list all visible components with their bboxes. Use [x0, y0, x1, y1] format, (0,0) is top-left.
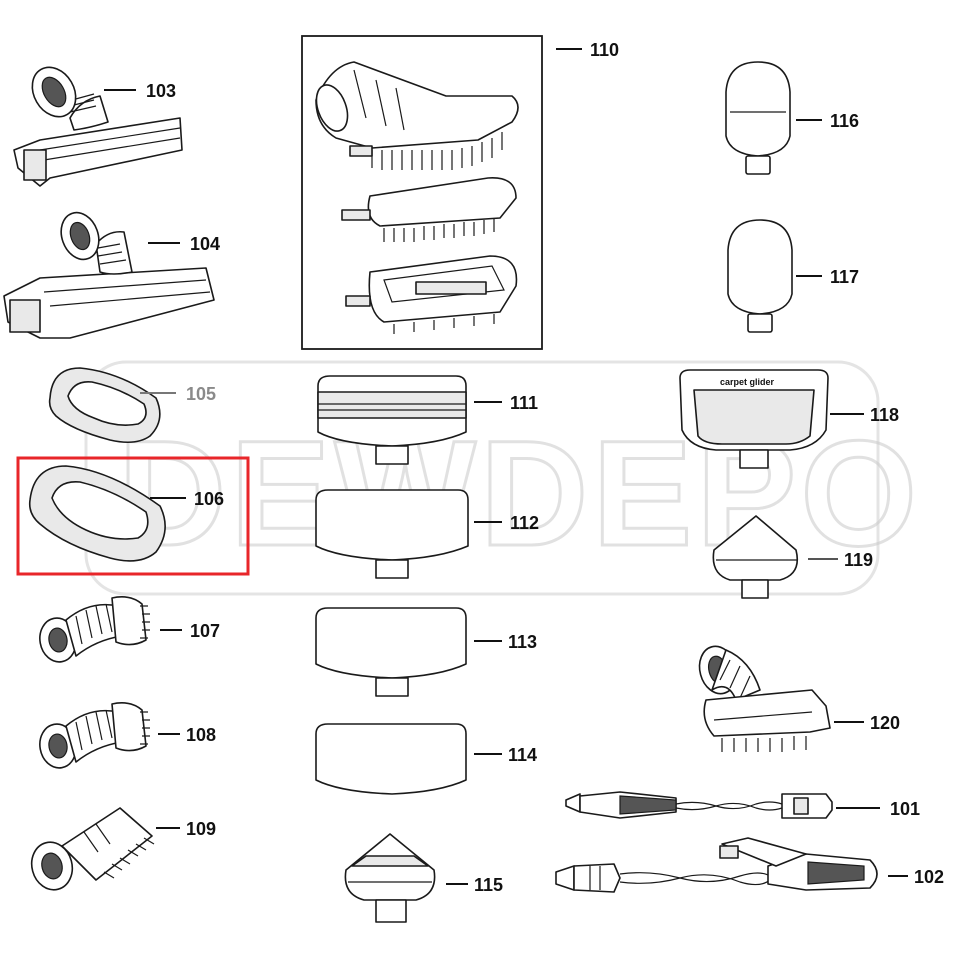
- label-112: 112: [510, 513, 539, 533]
- part-101[interactable]: 101: [565, 791, 920, 819]
- part-109[interactable]: 109: [26, 807, 216, 894]
- part-113[interactable]: 113: [315, 607, 537, 697]
- label-119: 119: [844, 550, 873, 570]
- part-117[interactable]: 117: [727, 219, 859, 333]
- label-114: 114: [508, 745, 537, 765]
- label-108: 108: [186, 725, 216, 745]
- label-101: 101: [890, 799, 920, 819]
- label-104: 104: [190, 234, 220, 254]
- label-115: 115: [474, 875, 503, 895]
- part-116[interactable]: 116: [725, 61, 859, 175]
- part-107[interactable]: 107: [36, 596, 220, 665]
- label-118: 118: [870, 405, 899, 425]
- part-115[interactable]: 115: [344, 833, 503, 923]
- label-113: 113: [508, 632, 537, 652]
- label-109: 109: [186, 819, 216, 839]
- carpet-glider-text: carpet glider: [720, 377, 775, 387]
- part-120[interactable]: 120: [694, 642, 900, 752]
- label-105: 105: [186, 384, 216, 404]
- part-111[interactable]: 111: [317, 375, 538, 465]
- part-118[interactable]: carpet glider 118: [679, 369, 899, 469]
- part-110[interactable]: 110: [301, 35, 619, 350]
- label-117: 117: [830, 267, 859, 287]
- part-112[interactable]: 112: [315, 489, 539, 579]
- label-111: 111: [510, 393, 538, 413]
- part-104[interactable]: 104: [3, 207, 220, 339]
- label-102: 102: [914, 867, 944, 887]
- label-107: 107: [190, 621, 220, 641]
- part-119[interactable]: 119: [712, 515, 873, 599]
- part-105[interactable]: 105: [48, 367, 216, 444]
- part-114[interactable]: 114: [315, 723, 537, 795]
- label-106: 106: [194, 489, 224, 509]
- label-103: 103: [146, 81, 176, 101]
- label-110: 110: [590, 40, 619, 60]
- part-108[interactable]: 108: [36, 702, 216, 771]
- part-106[interactable]: 106: [16, 456, 250, 576]
- part-102[interactable]: 102: [555, 837, 944, 893]
- label-116: 116: [830, 111, 859, 131]
- highlight-box: [16, 456, 250, 576]
- part-103[interactable]: 103: [13, 59, 183, 187]
- label-120: 120: [870, 713, 900, 733]
